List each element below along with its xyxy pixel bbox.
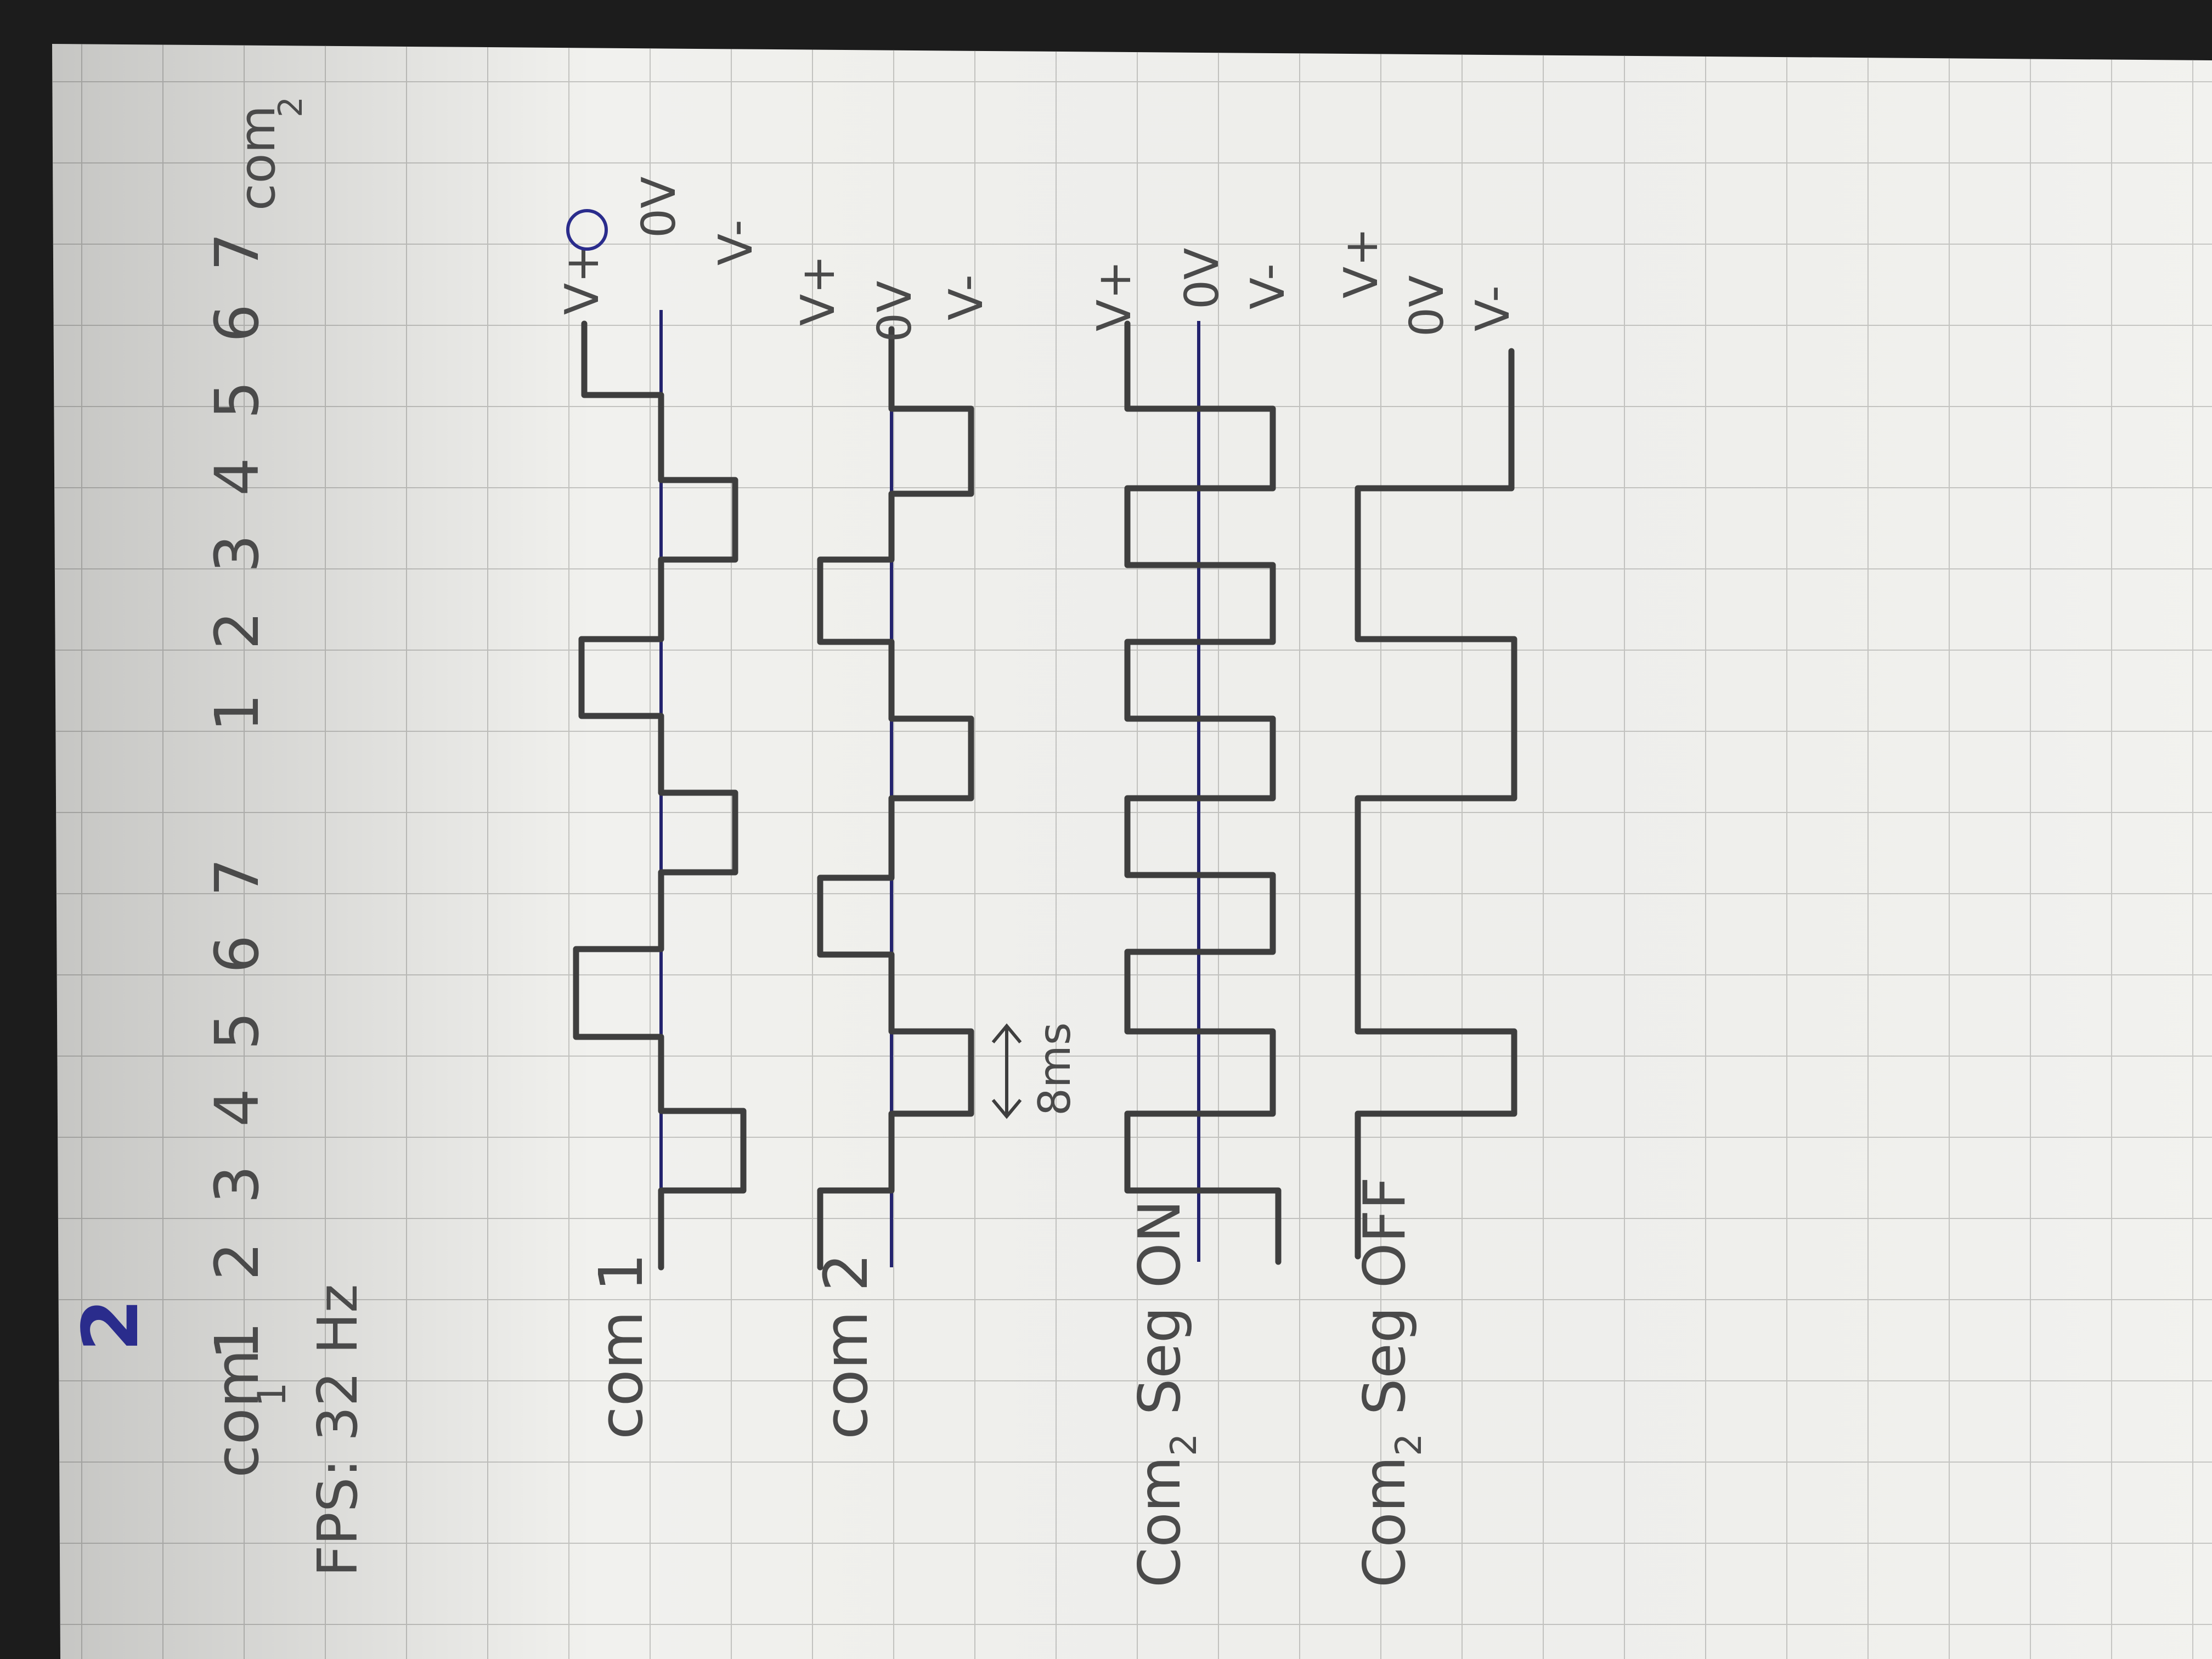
com1-slot-number: 3 xyxy=(202,1165,272,1204)
com2-level-vplus: V+ xyxy=(791,255,845,326)
duration-label: 8ms xyxy=(1029,1022,1080,1116)
sheet-mark: 2 xyxy=(66,1299,156,1352)
seg-on-trace-label: Com2 Seg ON xyxy=(1126,1200,1205,1588)
duration-arrow xyxy=(991,1023,1022,1119)
seg-off-waveform xyxy=(1355,348,1517,1260)
com1-slot-number: 7 xyxy=(202,858,272,896)
com2-slot-number: 3 xyxy=(202,534,272,573)
com1-header-label: com xyxy=(202,1349,272,1478)
com2-level-vminus: V- xyxy=(939,274,994,320)
com2-level-zero: 0V xyxy=(868,281,922,342)
fps-label: FPS: 32 Hz xyxy=(306,1284,370,1577)
seg-on-level-vminus: V- xyxy=(1241,263,1295,309)
com1-trace-label: com 1 xyxy=(586,1253,656,1440)
com2-slot-number: 4 xyxy=(202,458,272,496)
com1-slot-number: 1 xyxy=(202,1322,272,1360)
com1-slot-number: 6 xyxy=(202,935,272,973)
com2-header-label: com xyxy=(229,105,286,211)
rotated-text-layer: 2 com 1 1 2 3 4 5 6 7 1 2 3 4 5 6 7 com … xyxy=(66,97,1520,1588)
seg-off-trace-label: Com2 Seg OFF xyxy=(1351,1177,1430,1588)
seg-on-level-zero: 0V xyxy=(1175,248,1229,309)
com2-header-sub: 2 xyxy=(272,97,310,117)
seg-on-waveform xyxy=(1124,320,1282,1265)
com1-level-vplus: V+ xyxy=(555,244,610,315)
seg-off-level-zero: 0V xyxy=(1400,275,1454,337)
com2-slot-number: 7 xyxy=(202,233,272,271)
com1-waveform xyxy=(573,320,747,1271)
com2-slot-number: 2 xyxy=(202,611,272,650)
com2-slot-number: 5 xyxy=(202,381,272,419)
seg-off-level-vminus: V- xyxy=(1466,285,1520,331)
com1-slot-number: 4 xyxy=(202,1088,272,1127)
com2-waveform xyxy=(817,326,974,1271)
com2-trace-label: com 2 xyxy=(811,1253,881,1440)
com1-level-vminus: V- xyxy=(709,219,763,266)
com2-slot-number: 6 xyxy=(202,304,272,342)
seg-on-level-vplus: V+ xyxy=(1087,261,1142,331)
seg-off-level-vplus: V+ xyxy=(1334,228,1389,298)
com1-slot-number: 2 xyxy=(202,1242,272,1280)
com2-slot-number: 1 xyxy=(202,693,272,732)
com1-level-zero: 0V xyxy=(632,177,686,238)
com1-slot-number: 5 xyxy=(202,1012,272,1050)
com1-header-sub: 1 xyxy=(250,1382,295,1407)
